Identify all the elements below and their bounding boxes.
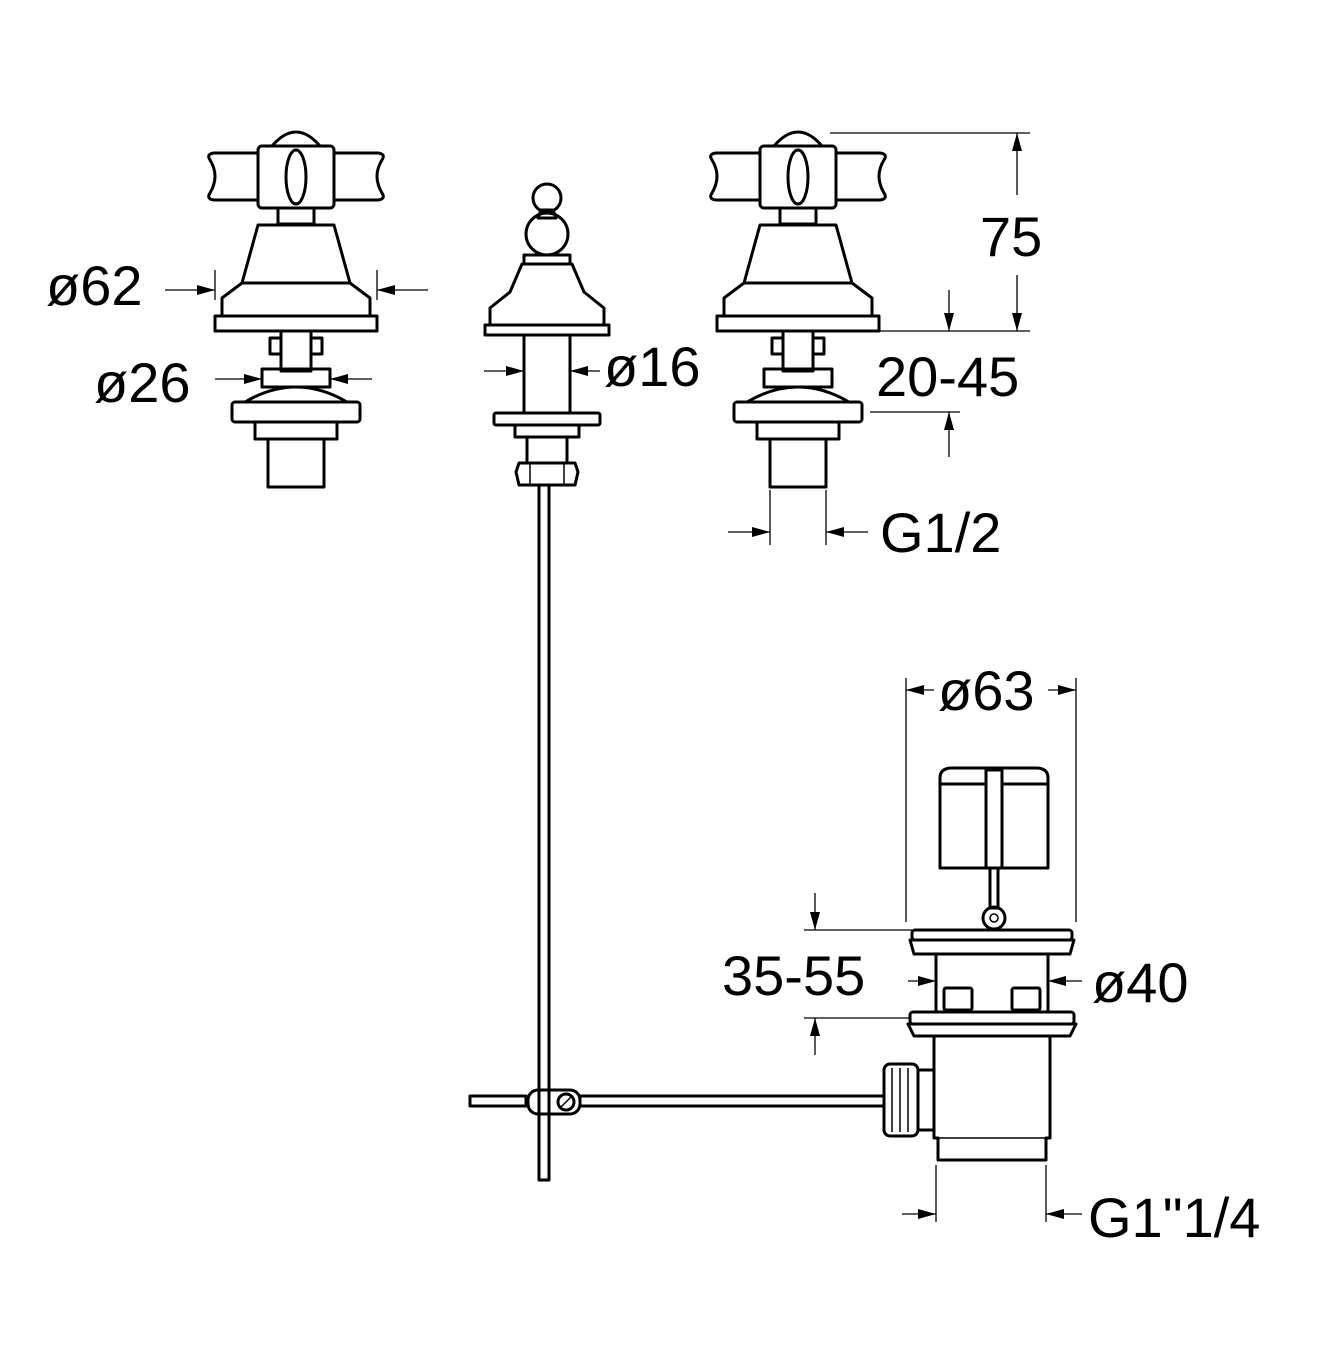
- left-valve-bell: [213, 223, 379, 333]
- dim-label-waste-clamp-range: 35-55: [722, 944, 865, 1007]
- right-valve-shank: [732, 329, 864, 489]
- right-valve-bell: [715, 223, 881, 333]
- dim-label-waste-body-diameter: ø40: [1092, 951, 1189, 1014]
- right-tap-valve: [709, 130, 887, 489]
- dim-label-shank-diameter: ø26: [94, 351, 191, 414]
- dim-label-valve-height: 75: [980, 205, 1042, 268]
- right-cross-handle: [709, 130, 887, 226]
- waste-flange: [906, 928, 1078, 1038]
- dim-label-waste-flange-diameter: ø63: [938, 659, 1035, 722]
- waste-body: [882, 1034, 1052, 1162]
- pop-up-waste: [468, 766, 1078, 1162]
- dim-label-handle-diameter: ø62: [46, 254, 143, 317]
- pop-up-lift-rod: [483, 182, 611, 1182]
- left-valve-shank: [230, 329, 362, 489]
- left-tap-valve: [207, 130, 385, 489]
- dim-label-rod-diameter: ø16: [604, 335, 701, 398]
- waste-plug: [938, 766, 1050, 931]
- dim-label-waste-thread: G1"1/4: [1088, 1186, 1260, 1249]
- dim-label-valve-thread: G1/2: [880, 501, 1001, 564]
- dimension-lines: [165, 132, 1082, 1222]
- dim-label-valve-clamp-range: 20-45: [876, 345, 1019, 408]
- left-cross-handle: [207, 130, 385, 226]
- dimension-labels: ø62 ø26 ø16 75 20-45 G1/2 ø63 35-55 ø40 …: [46, 205, 1260, 1249]
- waste-linkage: [468, 1088, 886, 1116]
